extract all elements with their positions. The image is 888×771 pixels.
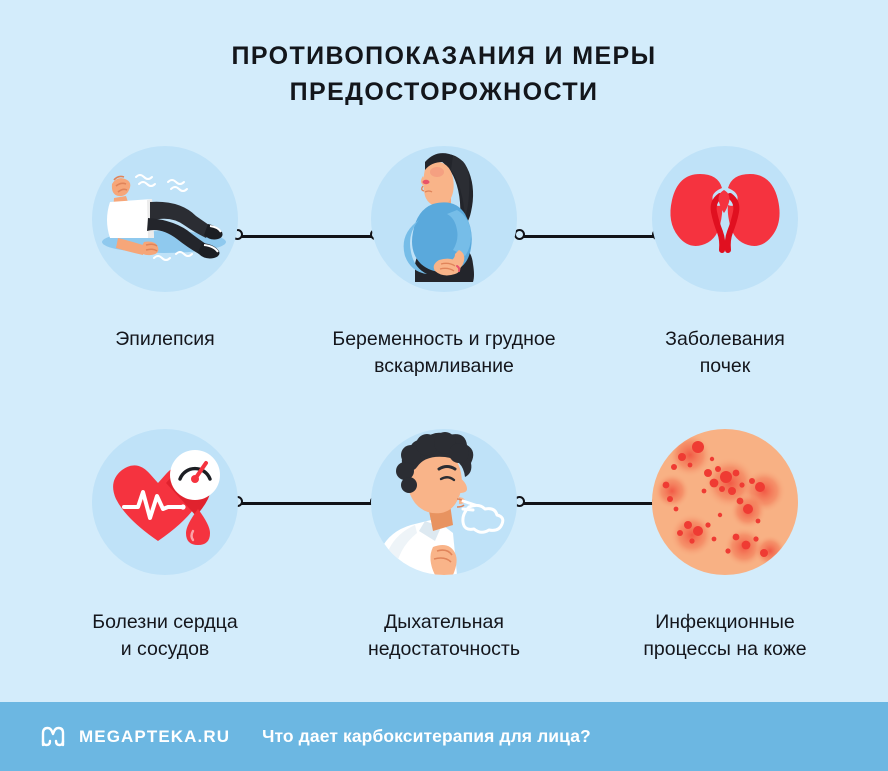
item-respiratory-failure[interactable]: Дыхательная недостаточность <box>296 423 592 673</box>
footer-question-text: Что дает карбокситерапия для лица? <box>262 726 591 746</box>
icon-circle <box>92 146 238 292</box>
item-label-line2: процессы на коже <box>643 638 807 660</box>
icon-circle <box>371 146 517 292</box>
item-label-line1: Заболевания <box>665 328 785 350</box>
icon-wrap <box>17 140 313 308</box>
page-title: ПРОТИВОПОКАЗАНИЯ И МЕРЫ ПРЕДОСТОРОЖНОСТИ <box>0 38 888 110</box>
page-title-line2: ПРЕДОСТОРОЖНОСТИ <box>289 78 599 106</box>
items-row-1: Эпилепсия <box>0 140 888 390</box>
connector-line <box>241 235 372 238</box>
connector-line <box>523 235 654 238</box>
kidneys-icon <box>670 174 780 253</box>
item-label-line1: Эпилепсия <box>115 328 215 350</box>
item-label: Инфекционные процессы на коже <box>577 609 873 663</box>
item-label: Дыхательная недостаточность <box>296 609 592 663</box>
icon-wrap <box>577 140 873 308</box>
items-row-2: Болезни сердца и сосудов <box>0 423 888 673</box>
page-title-line1: ПРОТИВОПОКАЗАНИЯ И МЕРЫ <box>231 42 657 70</box>
item-skin-infection[interactable]: Инфекционные процессы на коже <box>577 423 873 673</box>
item-label: Беременность и грудное вскармливание <box>296 326 592 380</box>
brand-name: MEGAPTEKA.RU <box>79 726 231 746</box>
icon-wrap <box>296 423 592 591</box>
megapteka-m-logo-icon[interactable]: MEGAPTEKA.RU <box>40 724 230 750</box>
item-pregnancy-breastfeeding[interactable]: Беременность и грудное вскармливание <box>296 140 592 390</box>
item-label: Заболевания почек <box>577 326 873 380</box>
icon-circle <box>92 429 238 575</box>
item-label-line2: вскармливание <box>374 355 514 377</box>
icon-circle <box>652 146 798 292</box>
item-heart-vessel-disease[interactable]: Болезни сердца и сосудов <box>17 423 313 673</box>
person-breathing-icon <box>375 432 505 575</box>
item-label-line1: Беременность и грудное <box>332 328 556 350</box>
item-label-line1: Инфекционные <box>655 611 795 633</box>
item-label-line1: Болезни сердца <box>92 611 238 633</box>
pregnant-woman-icon <box>403 153 474 282</box>
item-label-line2: недостаточность <box>367 638 521 660</box>
connector-line <box>523 502 654 505</box>
item-kidney-disease[interactable]: Заболевания почек <box>577 140 873 390</box>
icon-circle <box>371 429 517 575</box>
item-label-line2: и сосудов <box>120 638 210 660</box>
item-label: Болезни сердца и сосудов <box>17 609 313 663</box>
item-label-line2: почек <box>699 355 751 377</box>
item-label-line1: Дыхательная <box>384 611 504 633</box>
icon-wrap <box>296 140 592 308</box>
footer-bar: MEGAPTEKA.RU Что дает карбокситерапия дл… <box>0 702 888 771</box>
icon-circle <box>652 429 798 575</box>
skin-rash-icon <box>654 433 786 567</box>
heart-pressure-gauge-icon <box>113 450 220 545</box>
person-lying-seizure-icon <box>102 174 226 261</box>
icon-wrap <box>17 423 313 591</box>
icon-wrap <box>577 423 873 591</box>
item-epilepsy[interactable]: Эпилепсия <box>17 140 313 390</box>
connector-line <box>241 502 372 505</box>
item-label: Эпилепсия <box>17 326 313 353</box>
